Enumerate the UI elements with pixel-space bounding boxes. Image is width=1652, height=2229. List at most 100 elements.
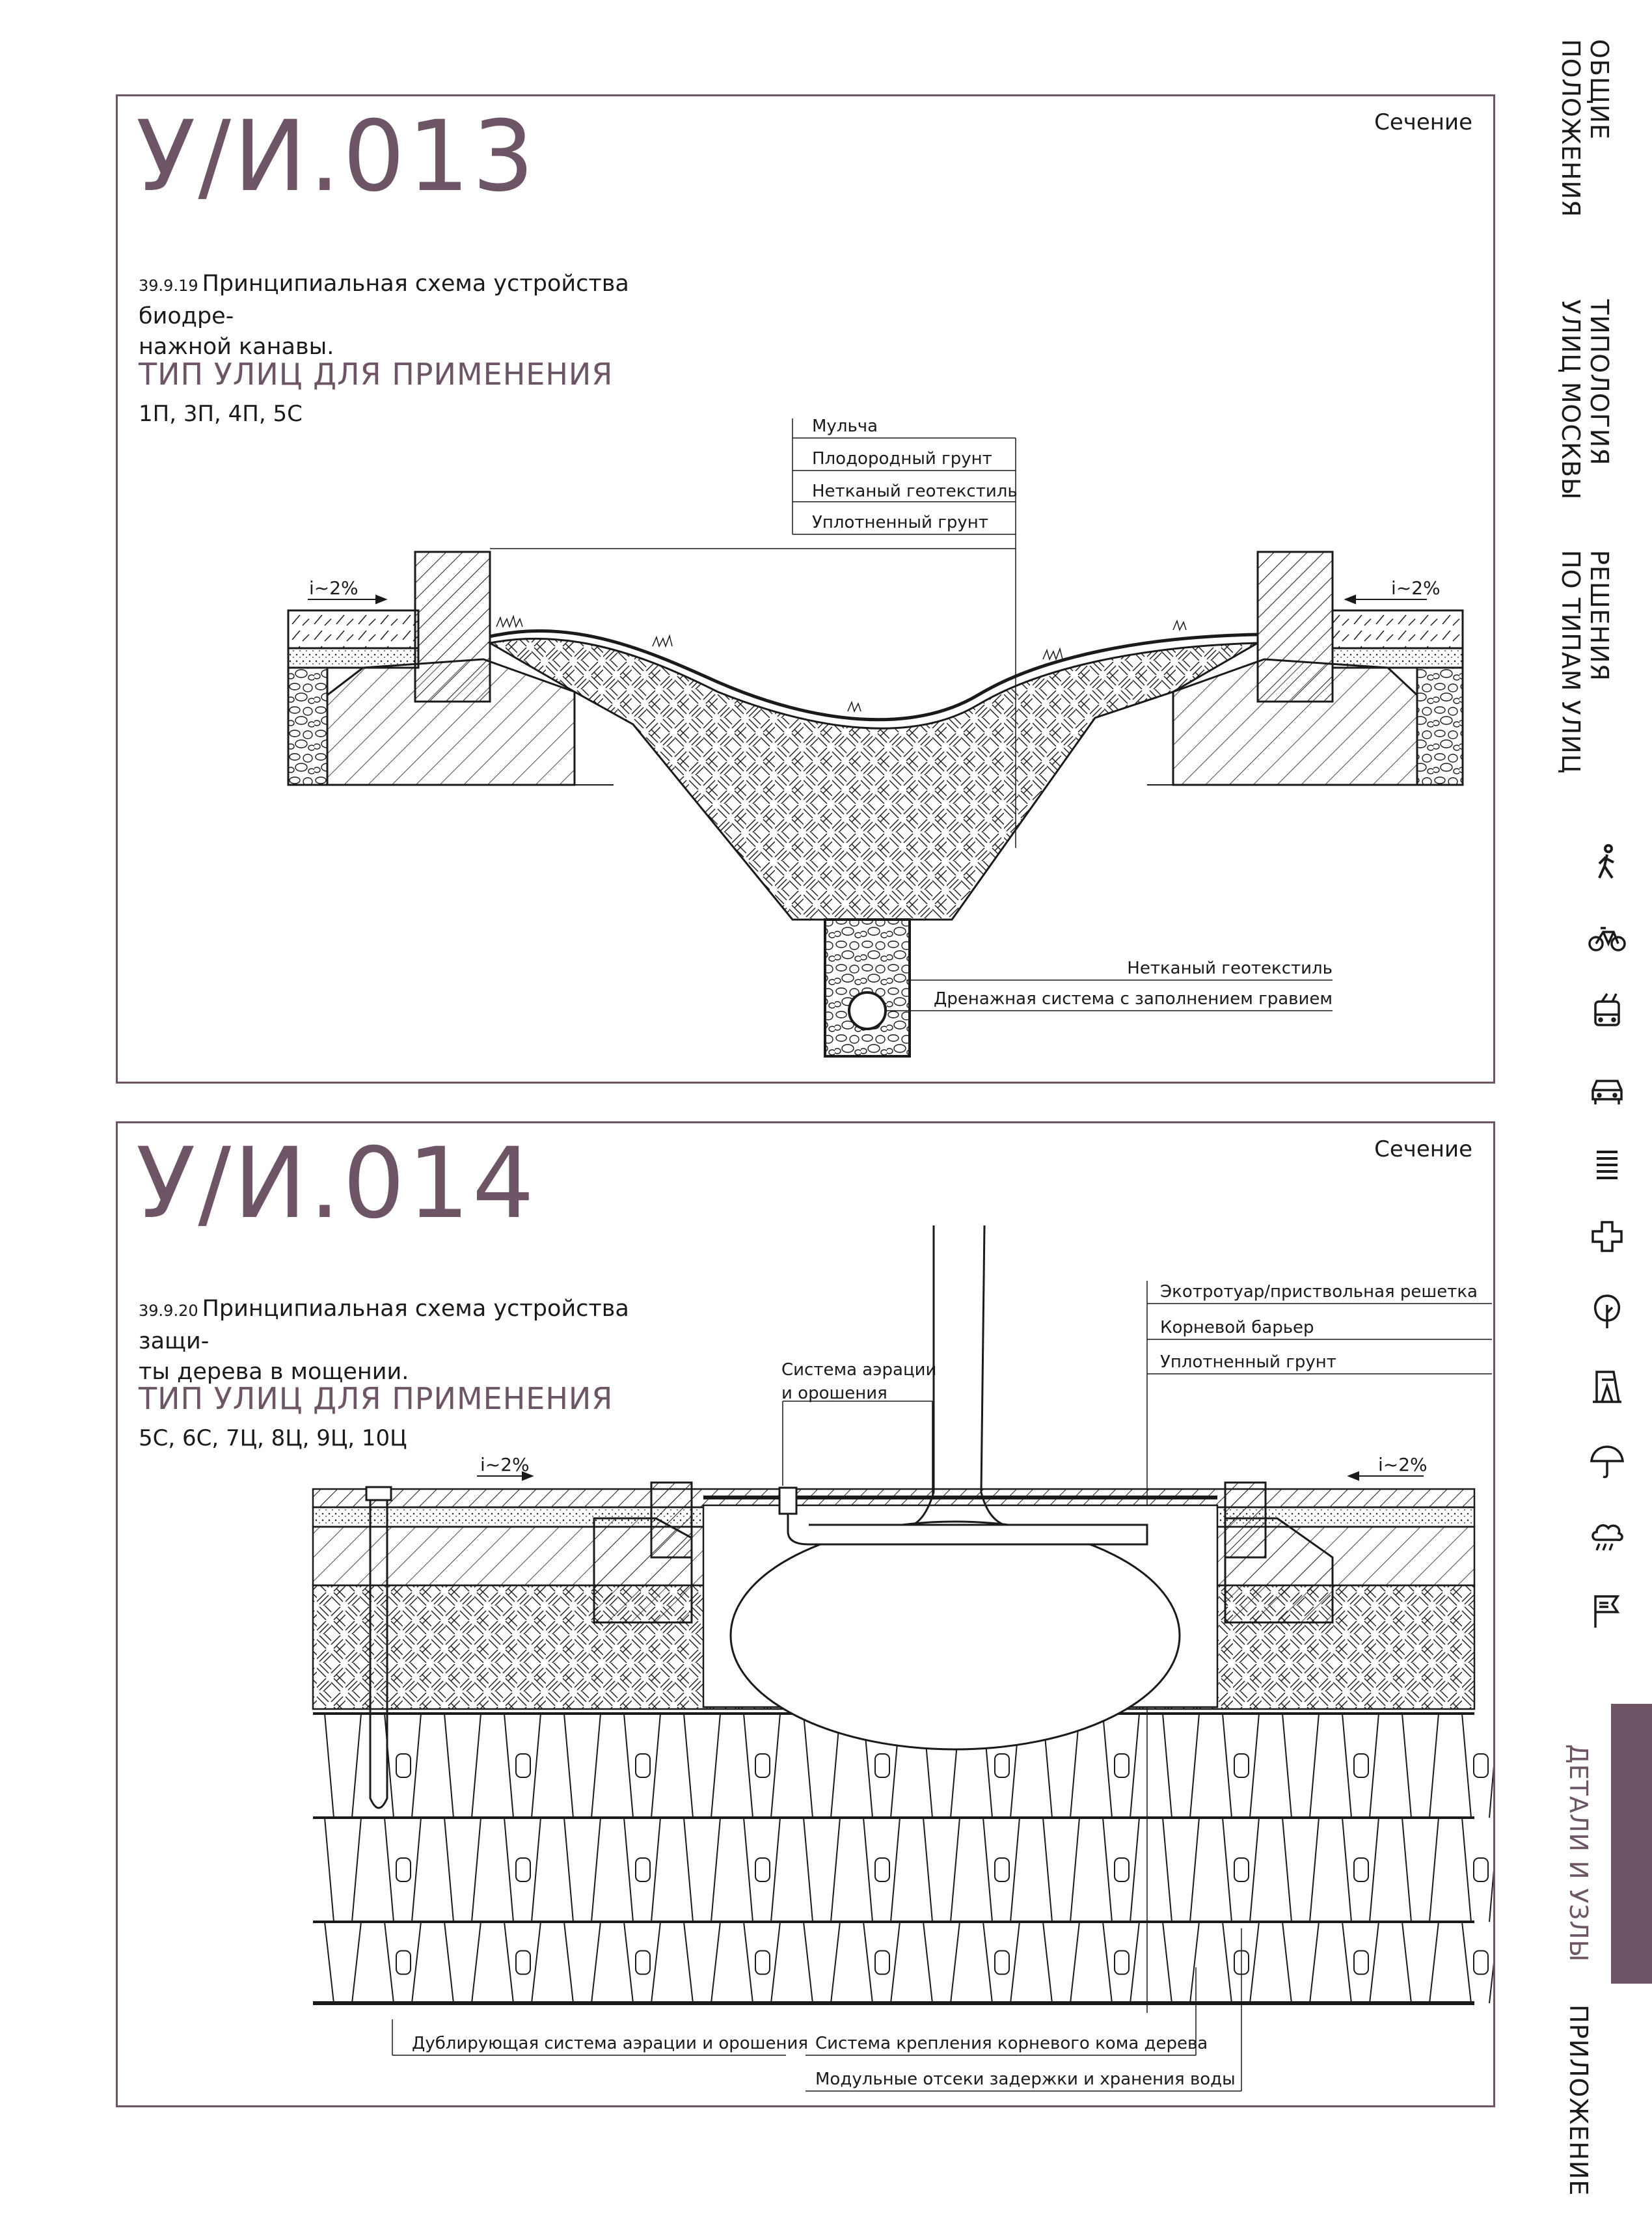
water-cell-opening [1114, 1857, 1130, 1882]
water-cell-opening [1114, 1753, 1130, 1778]
water-cell-opening [755, 1950, 770, 1975]
street-type-heading: ТИП УЛИЦ ДЛЯ ПРИМЕНЕНИЯ [139, 1381, 614, 1416]
aeration-pipe [778, 1486, 1148, 1546]
water-cell-wall [623, 1817, 661, 1922]
medical-cross-icon[interactable] [1588, 1217, 1627, 1256]
water-cell-opening [635, 1857, 651, 1882]
curb-right [1224, 1481, 1267, 1559]
label-ecowalk: Экотротуар/приствольная решетка [1160, 1282, 1478, 1302]
water-cell-wall [743, 1713, 781, 1818]
water-cell-opening [1473, 1857, 1489, 1882]
slope-arrow-left [308, 594, 388, 605]
label-geotextile-bottom: Нетканый геотекстиль [1127, 959, 1333, 978]
water-cell-wall [1042, 1921, 1080, 2004]
curb-left [414, 551, 491, 703]
water-cell-wall [1282, 1817, 1320, 1922]
street-type-heading: ТИП УЛИЦ ДЛЯ ПРИМЕНЕНИЯ [139, 357, 614, 392]
water-cell-wall [863, 1817, 900, 1922]
umbrella-icon[interactable] [1588, 1442, 1627, 1481]
section-label: Сечение [1374, 109, 1472, 135]
water-cell-opening [874, 1857, 890, 1882]
water-cell-opening [755, 1857, 770, 1882]
bioswale-section-drawing: Мульча Плодородный грунт Нетканый геотек… [287, 417, 1464, 1058]
water-cell-opening [1114, 1950, 1130, 1975]
slope-label-left: i~2% [480, 1454, 530, 1475]
tram-stop-icon[interactable] [1588, 1367, 1627, 1406]
water-cell-wall [923, 1817, 960, 1922]
label-backup-aeration: Дублирующая система аэрации и орошения [412, 2034, 808, 2053]
caption-text-line1: Принципиальная схема устройства биодре- [139, 271, 629, 329]
label-compacted-soil: Уплотненный грунт [1160, 1352, 1336, 1372]
bicycle-icon[interactable] [1588, 918, 1627, 957]
water-cell-wall [1162, 1713, 1200, 1818]
slope-arrow-right [1344, 594, 1427, 605]
drainage-trench [824, 918, 911, 1058]
tree-protection-section-drawing: Экотротуар/приствольная решетка Корневой… [312, 1225, 1493, 2092]
slope-label-right: i~2% [1378, 1454, 1428, 1475]
nav-appendix[interactable]: ПРИЛОЖЕНИЕ [1543, 2004, 1615, 2219]
tree-icon[interactable] [1588, 1292, 1627, 1331]
water-cell-opening [1473, 1950, 1489, 1975]
water-cell-wall [1461, 1921, 1493, 2004]
pedestrian-icon[interactable] [1588, 843, 1627, 882]
water-cell-wall [923, 1921, 960, 2004]
water-cell-wall [384, 1817, 422, 1922]
water-cell-wall [863, 1921, 900, 2004]
water-cell-wall [1401, 1817, 1439, 1922]
water-cell-wall [563, 1817, 601, 1922]
water-cell-wall [683, 1817, 721, 1922]
slope-arrow-right [1347, 1471, 1424, 1481]
nav-label: ПРИЛОЖЕНИЕ [1564, 2004, 1593, 2196]
lanes-icon[interactable] [1588, 1145, 1627, 1184]
grass-texture [496, 614, 1187, 713]
water-cell-wall [1162, 1817, 1200, 1922]
water-cell-wall [1401, 1713, 1439, 1818]
water-cell-opening [515, 1857, 531, 1882]
water-cell-opening [1234, 1753, 1249, 1778]
caption-text-line2: ты дерева в мощении. [139, 1359, 409, 1385]
caption-number: 39.9.20 [139, 1302, 198, 1320]
water-cell-wall [1162, 1921, 1200, 2004]
car-icon[interactable] [1588, 1071, 1627, 1110]
water-cell-wall [444, 1817, 481, 1922]
water-cell-wall [743, 1921, 781, 2004]
caption-text-line2: нажной канавы. [139, 334, 334, 360]
water-cell-opening [874, 1753, 890, 1778]
root-ball [729, 1520, 1181, 1751]
water-cell-wall [504, 1713, 541, 1818]
water-cell-opening [1353, 1857, 1369, 1882]
mulch-layer [489, 629, 1258, 722]
label-geotextile: Нетканый геотекстиль [812, 482, 1018, 501]
nav-details-and-nodes[interactable]: ДЕТАЛИ И УЗЛЫ [1543, 1744, 1615, 1991]
detail-code: У/И.013 [136, 100, 537, 213]
water-cell-opening [874, 1950, 890, 1975]
water-cell-opening [994, 1950, 1010, 1975]
detail-code: У/И.014 [136, 1127, 537, 1240]
water-cell-opening [396, 1857, 411, 1882]
water-cell-wall [1102, 1921, 1140, 2004]
water-cell-wall [1342, 1817, 1379, 1922]
water-cell-wall [623, 1921, 661, 2004]
water-cell-wall [623, 1713, 661, 1818]
water-cell-wall [1401, 1921, 1439, 2004]
water-cell-wall [1222, 1713, 1260, 1818]
rain-cloud-icon[interactable] [1588, 1516, 1627, 1555]
water-cell-wall [384, 1921, 422, 2004]
water-cell-wall [1282, 1713, 1320, 1818]
nav-label: ДЕТАЛИ И УЗЛЫ [1564, 1744, 1593, 1963]
label-drainage-system: Дренажная система с заполнением гравием [934, 989, 1333, 1009]
flag-icon[interactable] [1588, 1591, 1627, 1630]
water-cell-wall [1342, 1713, 1379, 1818]
tree-trunk [912, 1225, 1005, 1526]
label-water-modules: Модульные отсеки задержки и хранения вод… [815, 2070, 1236, 2089]
trolleybus-icon[interactable] [1588, 992, 1627, 1032]
water-cell-wall [1461, 1713, 1493, 1818]
water-cell-wall [504, 1921, 541, 2004]
water-cell-opening [1234, 1857, 1249, 1882]
